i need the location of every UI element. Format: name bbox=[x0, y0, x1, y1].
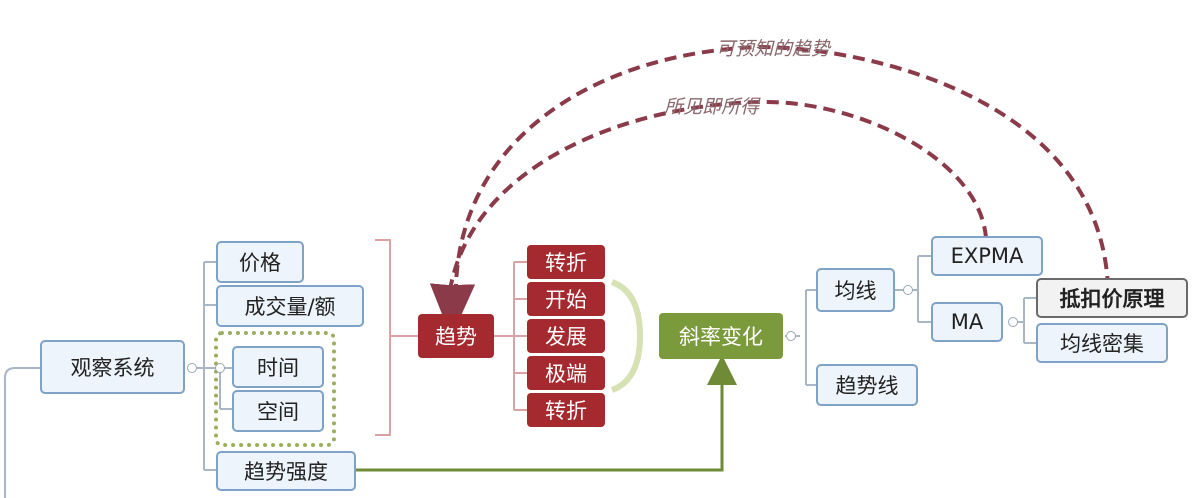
node-label: EXPMA bbox=[950, 244, 1024, 268]
time-space-group bbox=[214, 331, 336, 447]
node-ma[interactable]: MA bbox=[931, 302, 1003, 342]
node-time[interactable]: 时间 bbox=[232, 346, 324, 388]
collapse-handle-slope[interactable] bbox=[786, 331, 796, 341]
node-slope-change[interactable]: 斜率变化 bbox=[659, 313, 783, 359]
stage-lines bbox=[494, 261, 527, 411]
wysiwyg-label: 所见即所得 bbox=[664, 96, 760, 118]
node-stage-extreme[interactable]: 极端 bbox=[527, 356, 605, 390]
node-expma[interactable]: EXPMA bbox=[931, 236, 1043, 276]
root-branch-lines bbox=[195, 261, 218, 471]
node-moving-average[interactable]: 均线 bbox=[816, 268, 895, 312]
predictable-trend-label: 可预知的趋势 bbox=[716, 38, 831, 60]
node-label: 趋势强度 bbox=[244, 460, 328, 484]
node-ma-density[interactable]: 均线密集 bbox=[1036, 323, 1168, 363]
node-label: 极端 bbox=[545, 362, 587, 386]
wysiwyg-arrow bbox=[429, 99, 988, 325]
node-observation-system[interactable]: 观察系统 bbox=[40, 340, 185, 394]
node-stage-turn-2[interactable]: 转折 bbox=[527, 393, 605, 427]
node-label: 观察系统 bbox=[70, 356, 155, 380]
node-label: 成交量/额 bbox=[244, 295, 336, 319]
collapse-handle-ma-sub[interactable] bbox=[1008, 317, 1018, 327]
node-deduction-principle[interactable]: 抵扣价原理 bbox=[1036, 278, 1188, 318]
node-label: 时间 bbox=[257, 356, 299, 380]
node-volume[interactable]: 成交量/额 bbox=[216, 285, 364, 327]
node-label: 空间 bbox=[257, 400, 299, 424]
node-price[interactable]: 价格 bbox=[216, 241, 304, 283]
node-label: 转折 bbox=[545, 399, 587, 423]
node-label: 均线密集 bbox=[1060, 332, 1144, 356]
collapse-handle-root[interactable] bbox=[187, 363, 197, 373]
node-trend[interactable]: 趋势 bbox=[418, 314, 494, 358]
trend-bracket bbox=[375, 239, 418, 436]
node-label: 趋势线 bbox=[835, 374, 899, 398]
ma-sub-lines bbox=[1012, 297, 1036, 344]
node-label: 价格 bbox=[239, 251, 281, 275]
collapse-handle-ma[interactable] bbox=[903, 285, 913, 295]
node-label: 转折 bbox=[545, 251, 587, 275]
ma-branch-lines bbox=[895, 255, 931, 323]
node-label: 均线 bbox=[834, 279, 877, 303]
node-label: MA bbox=[950, 310, 984, 334]
predictable-trend-arrow bbox=[435, 45, 1110, 325]
node-space[interactable]: 空间 bbox=[232, 390, 324, 432]
node-trend-strength[interactable]: 趋势强度 bbox=[216, 451, 356, 491]
root-stub-line bbox=[4, 367, 40, 498]
stages-bracket bbox=[610, 279, 644, 393]
strength-to-slope-arrow bbox=[356, 355, 737, 472]
node-stage-start[interactable]: 开始 bbox=[527, 282, 605, 316]
node-label: 抵扣价原理 bbox=[1059, 287, 1165, 311]
node-stage-develop[interactable]: 发展 bbox=[527, 319, 605, 353]
node-label: 斜率变化 bbox=[679, 325, 763, 349]
node-label: 开始 bbox=[545, 288, 587, 312]
node-trend-line[interactable]: 趋势线 bbox=[816, 364, 918, 406]
node-label: 趋势 bbox=[435, 325, 477, 349]
node-label: 发展 bbox=[545, 325, 587, 349]
node-stage-turn-1[interactable]: 转折 bbox=[527, 245, 605, 279]
collapse-handle-group[interactable] bbox=[215, 363, 225, 373]
